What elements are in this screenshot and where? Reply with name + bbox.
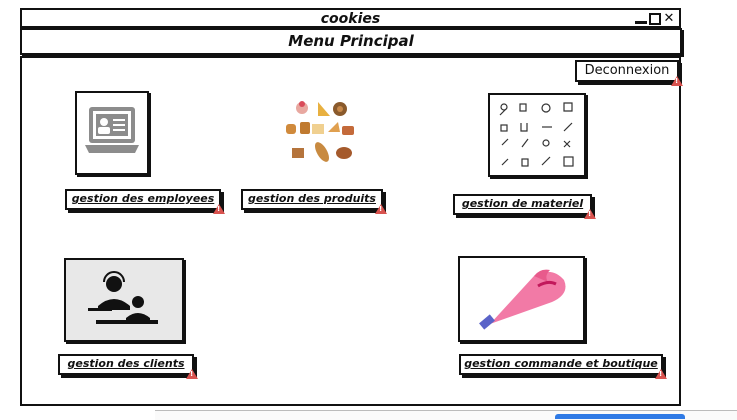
logout-button[interactable]: Deconnexion bbox=[575, 60, 683, 86]
commande-button[interactable]: gestion commande et boutique bbox=[459, 354, 667, 379]
materiel-button-label: gestion de materiel bbox=[461, 197, 584, 210]
employees-button-label: gestion des employees bbox=[71, 192, 215, 205]
commande-button-label: gestion commande et boutique bbox=[464, 357, 658, 370]
close-icon[interactable]: ✕ bbox=[663, 11, 675, 26]
customer-service-icon bbox=[88, 271, 158, 324]
products-button[interactable]: gestion des produits bbox=[241, 189, 387, 214]
warning-icon bbox=[213, 204, 225, 214]
products-image[interactable] bbox=[282, 98, 364, 166]
warning-icon bbox=[671, 76, 683, 86]
page-header: Menu Principal bbox=[20, 28, 682, 55]
pastries-icon bbox=[286, 101, 354, 162]
commande-image[interactable] bbox=[458, 256, 585, 342]
employees-button[interactable]: gestion des employees bbox=[65, 189, 225, 214]
window-title: cookies bbox=[320, 11, 381, 27]
clients-button[interactable]: gestion des clients bbox=[58, 354, 198, 379]
window-controls: ✕ bbox=[635, 11, 675, 27]
warning-icon bbox=[655, 369, 667, 379]
materiel-image[interactable] bbox=[488, 93, 586, 177]
page-title: Menu Principal bbox=[288, 32, 414, 50]
products-button-label: gestion des produits bbox=[248, 192, 376, 205]
employee-laptop-icon bbox=[85, 107, 139, 153]
kitchen-tools-icon bbox=[499, 102, 574, 167]
background-window-edge bbox=[155, 410, 737, 420]
minimize-icon[interactable] bbox=[635, 13, 647, 25]
warning-icon bbox=[186, 369, 198, 379]
window-titlebar: cookies ✕ bbox=[20, 8, 681, 28]
background-window-tab bbox=[555, 414, 685, 419]
maximize-icon[interactable] bbox=[649, 13, 661, 25]
clients-image[interactable] bbox=[64, 258, 184, 342]
employees-image[interactable] bbox=[75, 91, 149, 175]
logout-button-label: Deconnexion bbox=[584, 63, 670, 78]
warning-icon bbox=[375, 204, 387, 214]
materiel-button[interactable]: gestion de materiel bbox=[453, 194, 596, 219]
warning-icon bbox=[584, 209, 596, 219]
clients-button-label: gestion des clients bbox=[67, 357, 185, 370]
piping-bag-icon bbox=[479, 269, 566, 330]
